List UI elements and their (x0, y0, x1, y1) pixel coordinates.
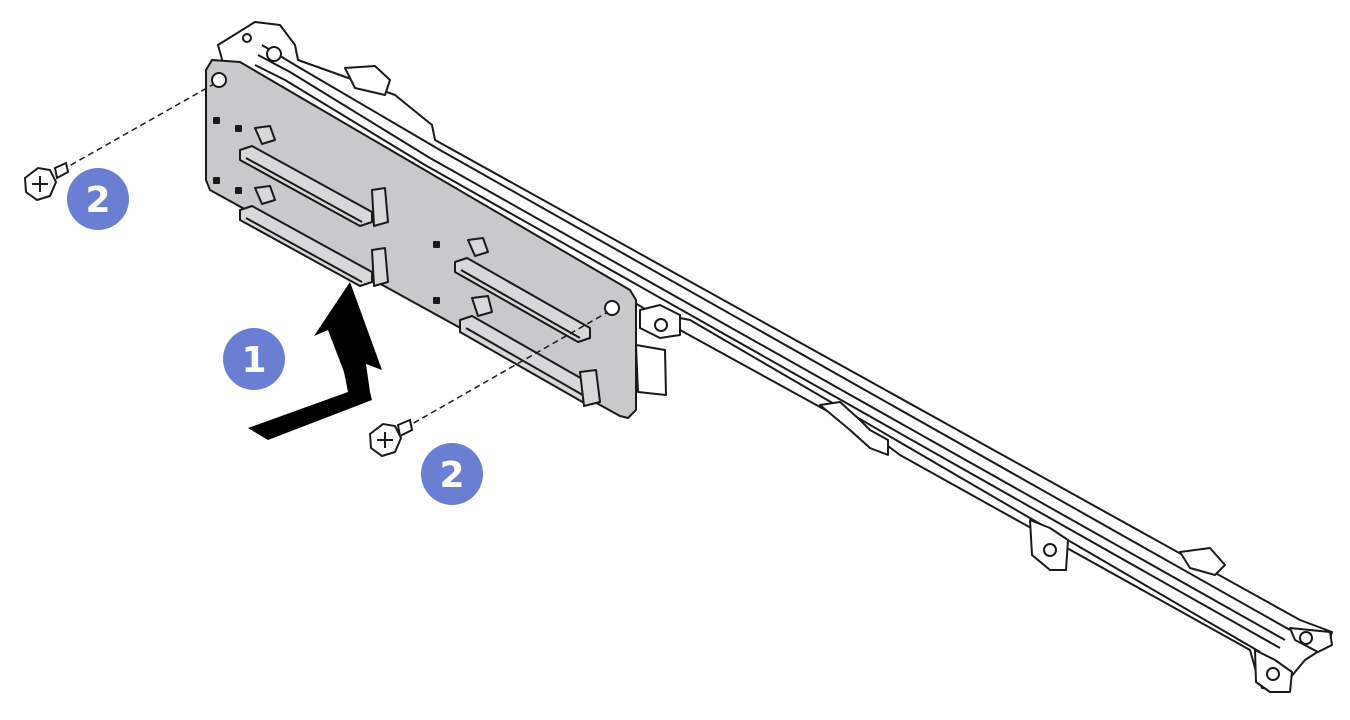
bracket-rail-line-2 (257, 54, 1286, 641)
bracket-clip-1 (819, 401, 889, 456)
board-marker-1 (213, 117, 220, 124)
connector-slot-3 (454, 237, 591, 343)
connector-slot-4 (459, 295, 601, 407)
screw-guide-center (404, 311, 609, 429)
bracket-rail-line-3 (254, 64, 1281, 649)
bracket-clip-3 (344, 65, 391, 96)
screw-left (23, 161, 70, 202)
bracket-top-hole-2 (242, 33, 252, 43)
board-marker-2 (235, 125, 242, 132)
bracket (217, 21, 1333, 693)
insert-direction-arrow-icon (248, 282, 382, 440)
rear-power-connector (635, 344, 667, 396)
step-badge-1: 1 (223, 328, 285, 390)
bracket-top-hole (266, 46, 282, 62)
board-marker-4 (235, 187, 242, 194)
board-hole-right (604, 300, 620, 316)
bracket-tab-hole-1 (654, 318, 668, 332)
bracket-tab-hole-2 (1043, 543, 1057, 557)
screw-guide-left (61, 83, 215, 171)
bracket-end-hole (1299, 631, 1313, 645)
step-badge-2-center: 2 (421, 443, 483, 505)
board-marker-5 (433, 241, 440, 248)
connector-slot-1 (239, 125, 389, 227)
step-badge-2-left: 2 (67, 168, 129, 230)
step-number-2-left: 2 (85, 180, 110, 221)
bracket-clip-2 (1179, 547, 1226, 576)
board-marker-6 (433, 297, 440, 304)
screw-guides (61, 83, 609, 429)
connector-slot-2 (239, 185, 389, 287)
bracket-top-flange (217, 21, 1333, 691)
backplane-board (205, 59, 667, 419)
board-hole-top-left (211, 72, 227, 88)
board-marker-3 (213, 177, 220, 184)
step-number-1: 1 (241, 340, 266, 381)
step-number-2-center: 2 (439, 455, 464, 496)
screw-center (368, 418, 414, 458)
board-plate (205, 59, 637, 419)
bracket-tab-hole-3 (1266, 667, 1280, 681)
